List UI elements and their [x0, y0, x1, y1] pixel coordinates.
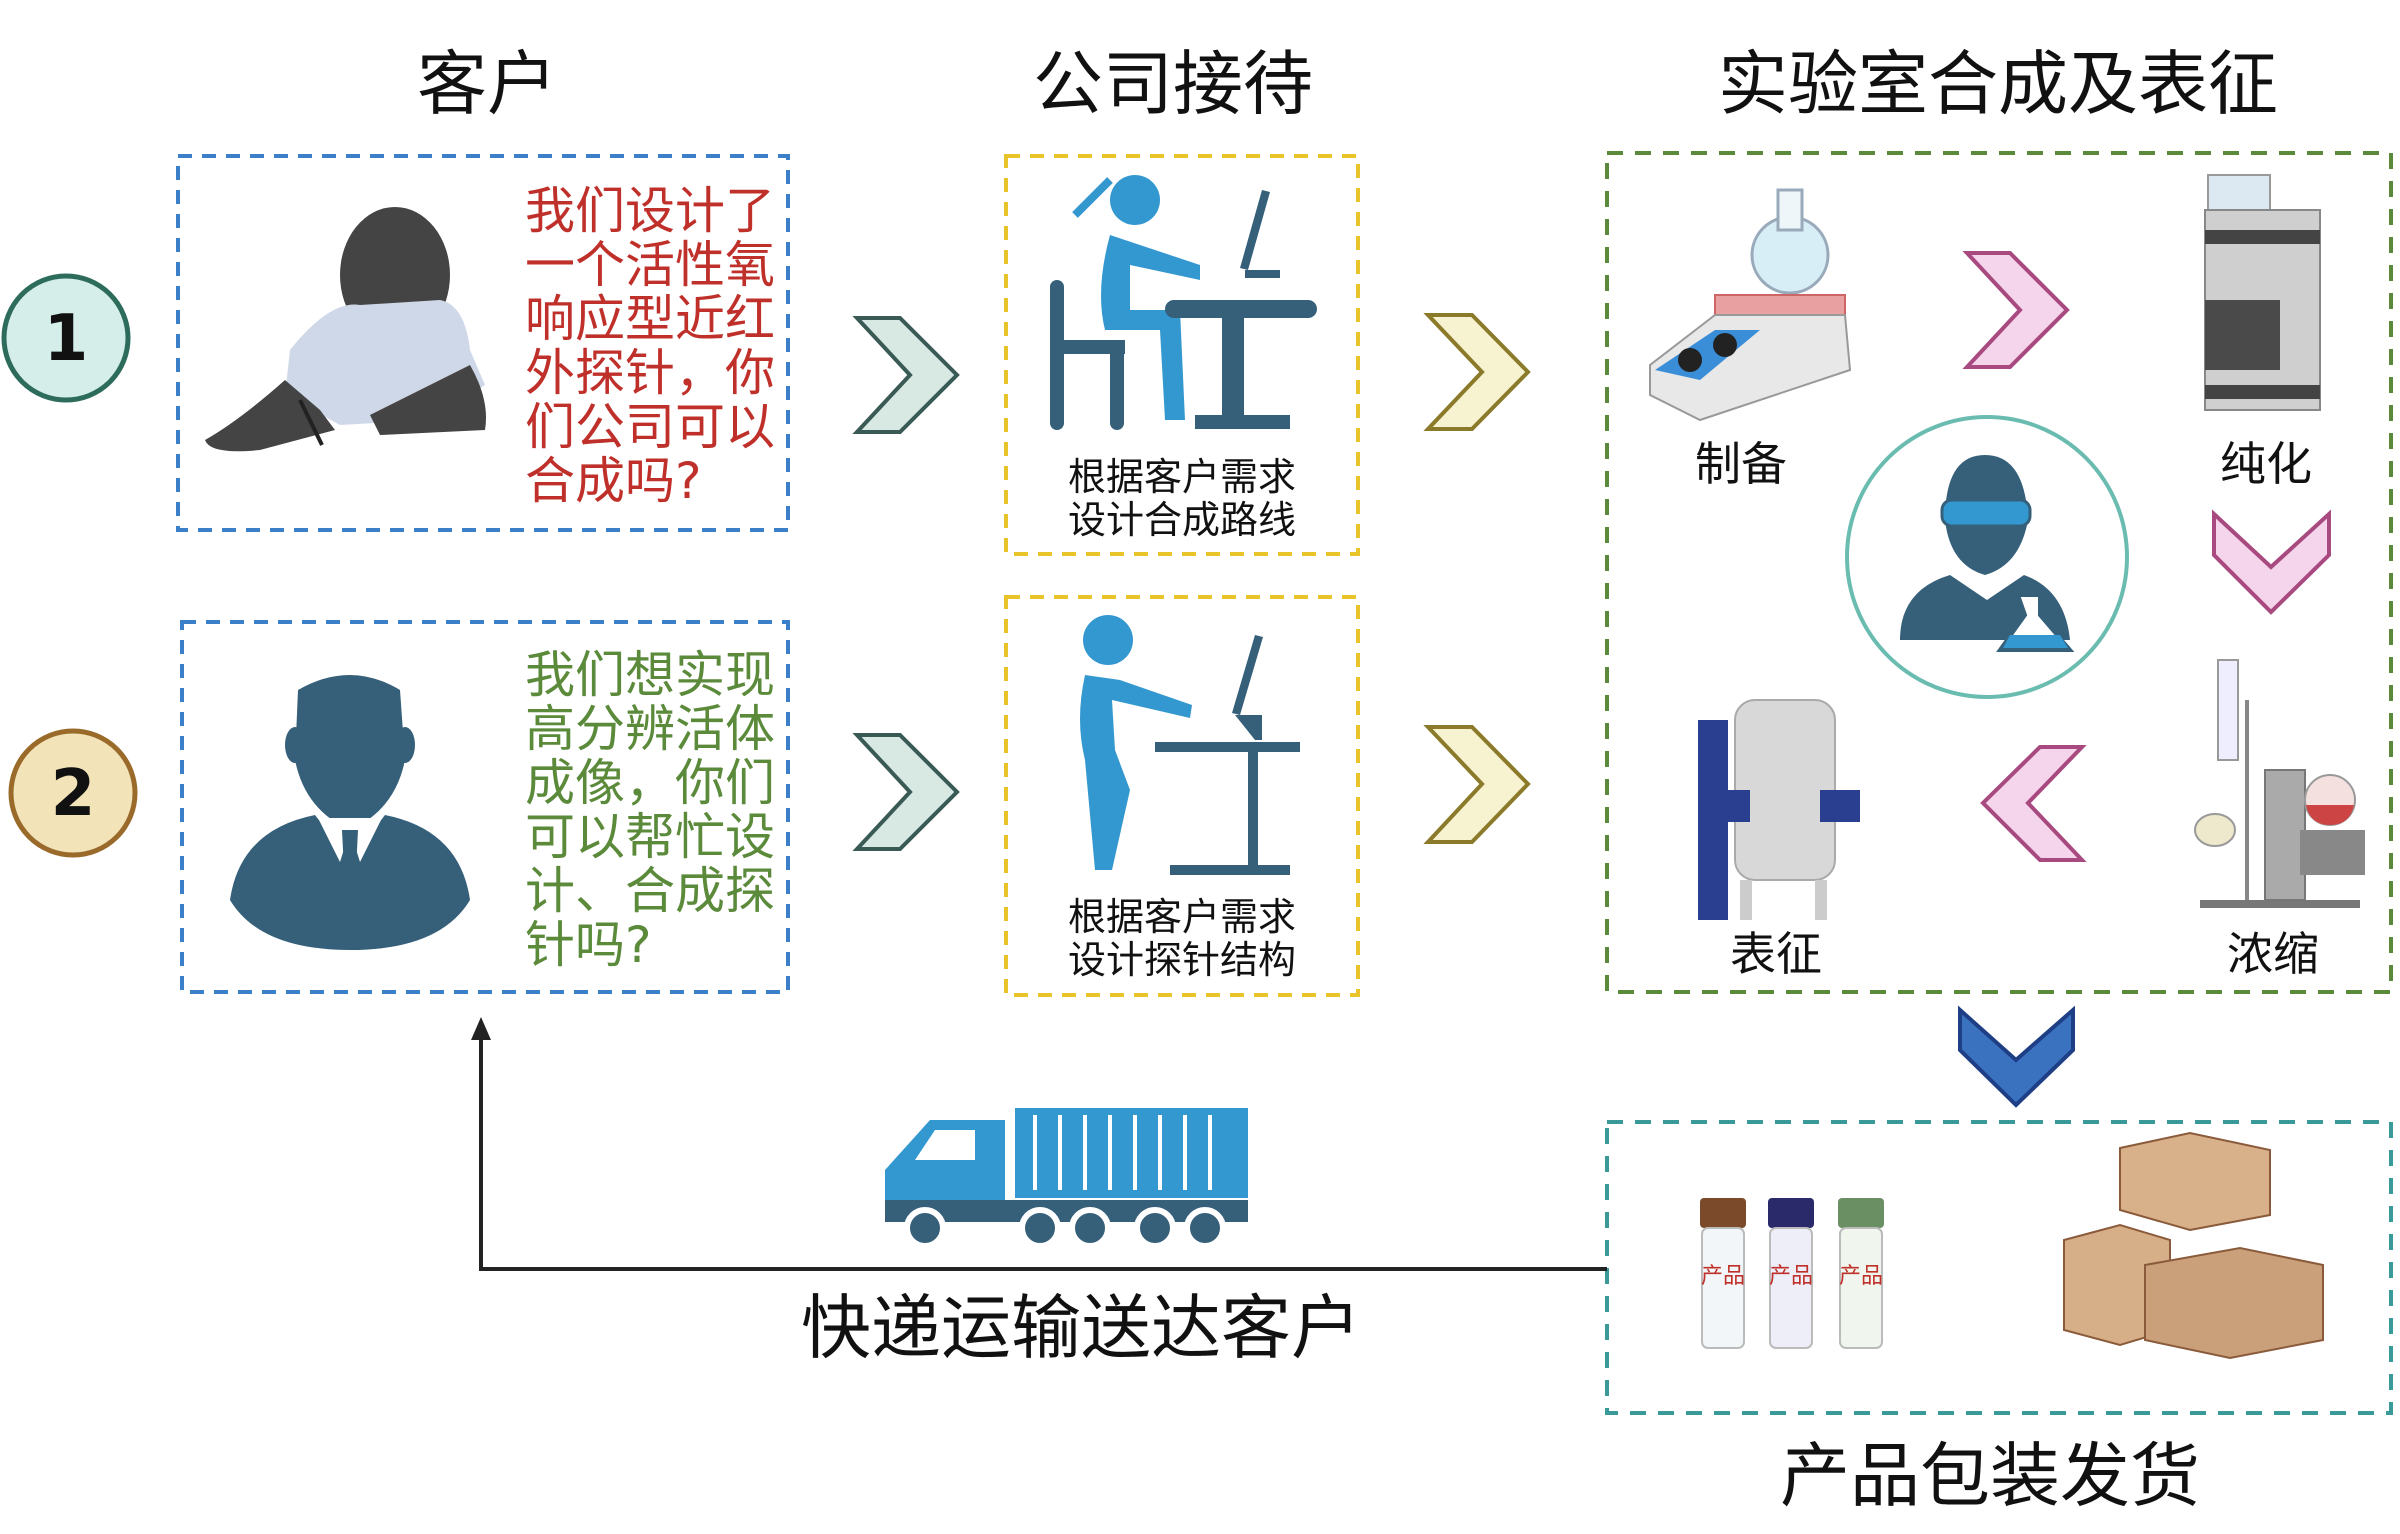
packaging-box	[1605, 1120, 2393, 1415]
scientist-icon	[1845, 415, 2129, 699]
packaging-caption: 产品包装发货	[1780, 1435, 2200, 1517]
arrow-right-icon	[1423, 725, 1531, 844]
arrow-up-icon	[471, 1017, 491, 1040]
product-vial-navy: 产品	[1768, 1198, 1814, 1349]
lab-step-concentrate: 浓缩	[2227, 927, 2319, 981]
delivery-truck-icon	[885, 1108, 1248, 1249]
product-vial-green: 产品	[1838, 1198, 1884, 1349]
step-1-badge: 1	[1, 273, 131, 403]
svg-text:成像，你们: 成像，你们	[525, 754, 775, 812]
seated-designer-icon	[1050, 175, 1317, 430]
product-vial-brown: 产品	[1700, 1198, 1746, 1349]
service-text-2: 根据客户需求 设计探针结构	[1068, 895, 1296, 982]
vial-label: 产品	[1701, 1264, 1745, 1289]
arrow-right-icon	[852, 733, 960, 851]
arrow-down-icon	[1958, 1005, 2075, 1108]
header-customer: 客户	[417, 43, 557, 125]
svg-text:设计合成路线: 设计合成路线	[1068, 498, 1296, 542]
hotplate-stirrer-icon	[1649, 188, 1852, 422]
company-box-2	[1004, 595, 1360, 997]
header-company: 公司接待	[1033, 43, 1313, 125]
company-box-1	[1004, 154, 1360, 556]
return-arrow-line	[479, 1032, 1607, 1271]
customer-box-2	[180, 620, 790, 994]
svg-text:根据客户需求: 根据客户需求	[1068, 895, 1296, 939]
svg-text:响应型近红: 响应型近红	[525, 290, 775, 348]
svg-text:合成吗?: 合成吗?	[525, 452, 702, 510]
arrow-left-icon	[1980, 745, 2087, 862]
nmr-spectrometer-icon	[1698, 699, 1860, 920]
svg-text:高分辨活体: 高分辨活体	[525, 700, 775, 758]
lab-step-prep: 制备	[1695, 437, 1787, 491]
svg-text:一个活性氧: 一个活性氧	[525, 236, 775, 294]
svg-text:计、合成探: 计、合成探	[525, 862, 775, 920]
svg-text:外探针，你: 外探针，你	[525, 344, 775, 402]
step-2-number: 2	[51, 757, 96, 831]
customer-box-1	[176, 154, 790, 532]
svg-text:根据客户需求: 根据客户需求	[1068, 455, 1296, 499]
arrow-down-icon	[2212, 509, 2331, 615]
standing-designer-icon	[1080, 615, 1300, 875]
cardboard-boxes-icon	[2063, 1131, 2324, 1360]
arrow-right-icon	[1423, 313, 1531, 431]
arrow-right-icon	[852, 316, 960, 434]
lab-step-characterize: 表征	[1730, 927, 1822, 981]
lab-step-purify: 纯化	[2220, 437, 2312, 491]
svg-text:我们想实现: 我们想实现	[525, 646, 775, 704]
svg-text:可以帮忙设: 可以帮忙设	[525, 808, 775, 866]
vial-label: 产品	[1839, 1264, 1883, 1289]
writing-person-icon	[205, 207, 486, 452]
header-lab: 实验室合成及表征	[1718, 43, 2278, 125]
svg-text:设计探针结构: 设计探针结构	[1068, 938, 1296, 982]
step-1-number: 1	[44, 302, 89, 376]
delivery-caption: 快递运输送达客户	[801, 1287, 1361, 1369]
svg-text:们公司可以: 们公司可以	[525, 398, 775, 456]
rotary-evaporator-icon	[2194, 659, 2365, 908]
service-text-1: 根据客户需求 设计合成路线	[1068, 455, 1296, 542]
customer-question-1: 我们设计了 一个活性氧 响应型近红 外探针，你 们公司可以 合成吗?	[525, 182, 775, 510]
svg-text:针吗?: 针吗?	[525, 916, 652, 974]
businessman-icon	[230, 675, 470, 950]
customer-question-2: 我们想实现 高分辨活体 成像，你们 可以帮忙设 计、合成探 针吗?	[525, 646, 775, 974]
step-2-badge: 2	[8, 728, 138, 858]
lab-box	[1605, 151, 2393, 994]
vial-label: 产品	[1769, 1264, 1813, 1289]
svg-text:我们设计了: 我们设计了	[525, 182, 775, 240]
hplc-instrument-icon	[2204, 174, 2321, 411]
arrow-right-icon	[1962, 251, 2070, 369]
